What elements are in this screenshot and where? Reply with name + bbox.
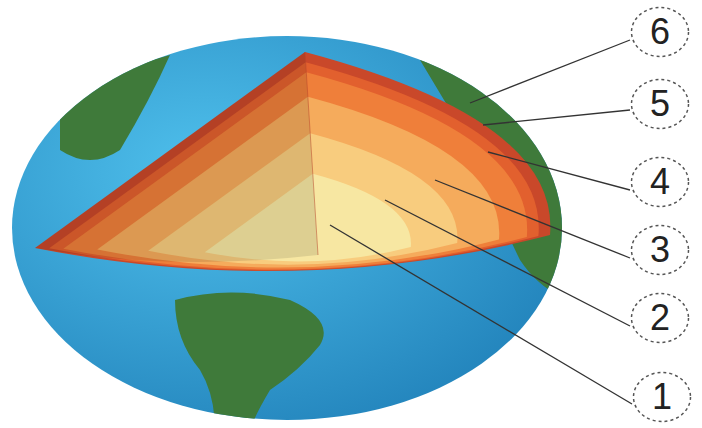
dashed-circle (632, 226, 689, 275)
callout-circle: 4 (630, 156, 690, 208)
callout-circle: 5 (630, 78, 690, 130)
callout-number: 4 (650, 164, 670, 200)
leader-line (385, 200, 630, 326)
callout-number: 3 (650, 232, 670, 268)
dashed-circle (632, 80, 689, 129)
dashed-circle (632, 8, 689, 57)
leader-line (483, 110, 630, 125)
leader-line (330, 225, 632, 404)
callout-number: 1 (652, 379, 672, 415)
leader-line (488, 152, 630, 190)
cut-seam (305, 52, 318, 255)
callout-circle: 6 (630, 6, 690, 58)
callout-circle: 3 (630, 224, 690, 276)
callout-number: 6 (650, 14, 670, 50)
dashed-circle (632, 158, 689, 207)
continent (60, 55, 170, 160)
dashed-circle (634, 373, 691, 422)
leader-line (435, 180, 630, 258)
south-america (175, 293, 324, 428)
callout-number: 5 (650, 86, 670, 122)
dashed-circle (632, 294, 689, 343)
earth-layers (35, 52, 550, 271)
leader-line (470, 40, 630, 103)
callout-number: 2 (650, 300, 670, 336)
callout-circle: 1 (632, 371, 692, 423)
cut-face-shade (35, 52, 318, 262)
leader-lines (330, 40, 632, 404)
earth-layer (35, 52, 550, 271)
callout-circle: 2 (630, 292, 690, 344)
